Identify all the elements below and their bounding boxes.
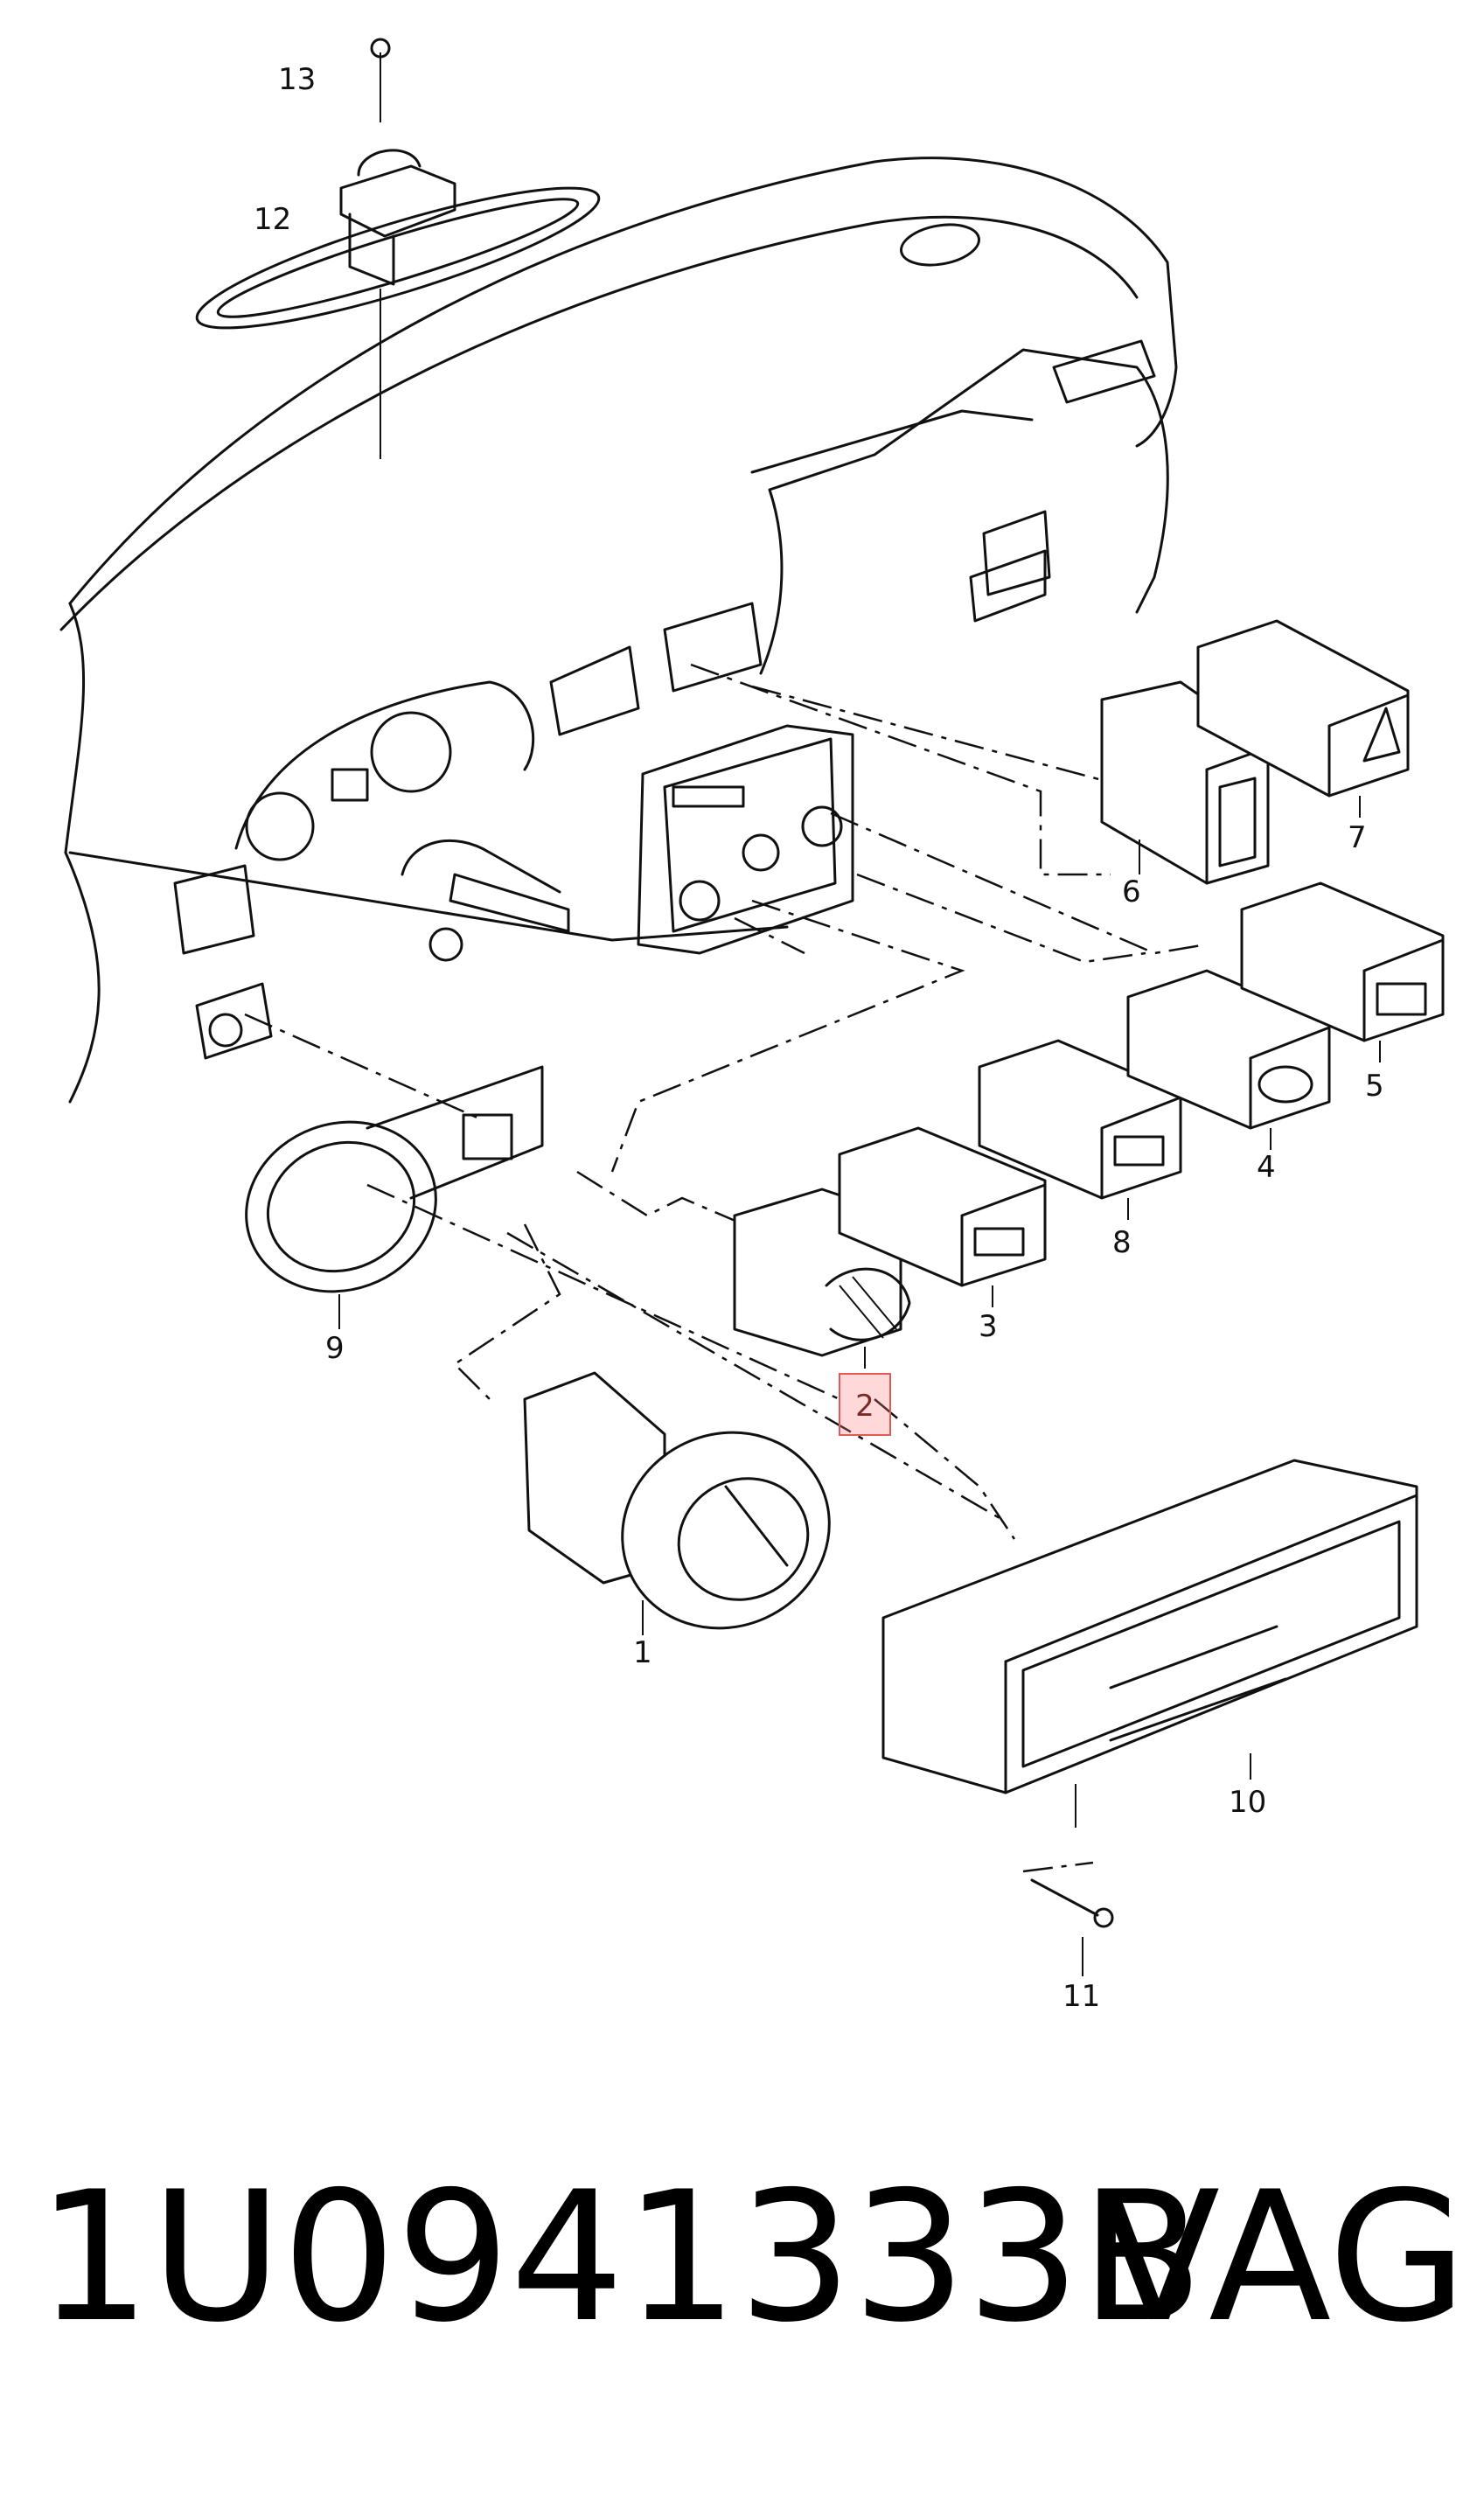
part-4-switch — [1126, 969, 1331, 1150]
callout-10: 10 — [1229, 1785, 1267, 1820]
part-3-switch — [838, 1126, 1047, 1307]
part-8-switch — [978, 1039, 1182, 1220]
callout-1: 1 — [633, 1635, 652, 1670]
callout-12: 12 — [254, 202, 292, 237]
callout-8: 8 — [1112, 1225, 1132, 1260]
callout-7: 7 — [1348, 820, 1367, 855]
callout-5: 5 — [1365, 1069, 1384, 1104]
callout-4: 4 — [1257, 1150, 1276, 1185]
callout-3: 3 — [979, 1309, 998, 1344]
part-9-bezel — [245, 1065, 544, 1329]
part-5-switch — [1240, 881, 1445, 1062]
highlighted-callout-box[interactable]: 2 — [839, 1373, 891, 1436]
part-12-switch — [339, 38, 456, 459]
part-11-screw — [1030, 1878, 1114, 1976]
part-1-headlight-switch — [523, 1371, 831, 1635]
brand-name: VAG — [1097, 2154, 1467, 2362]
callout-2: 2 — [855, 1389, 874, 1424]
callout-11: 11 — [1062, 1979, 1101, 2014]
dashboard-illustration — [59, 157, 1178, 1104]
callout-6: 6 — [1122, 874, 1141, 909]
part-10-climate-control — [881, 1459, 1418, 1828]
callout-13: 13 — [278, 62, 317, 97]
part-7-hazard-switch — [1196, 619, 1410, 818]
callout-9: 9 — [325, 1331, 345, 1366]
part-number: 1U0941333B — [37, 2154, 1204, 2362]
